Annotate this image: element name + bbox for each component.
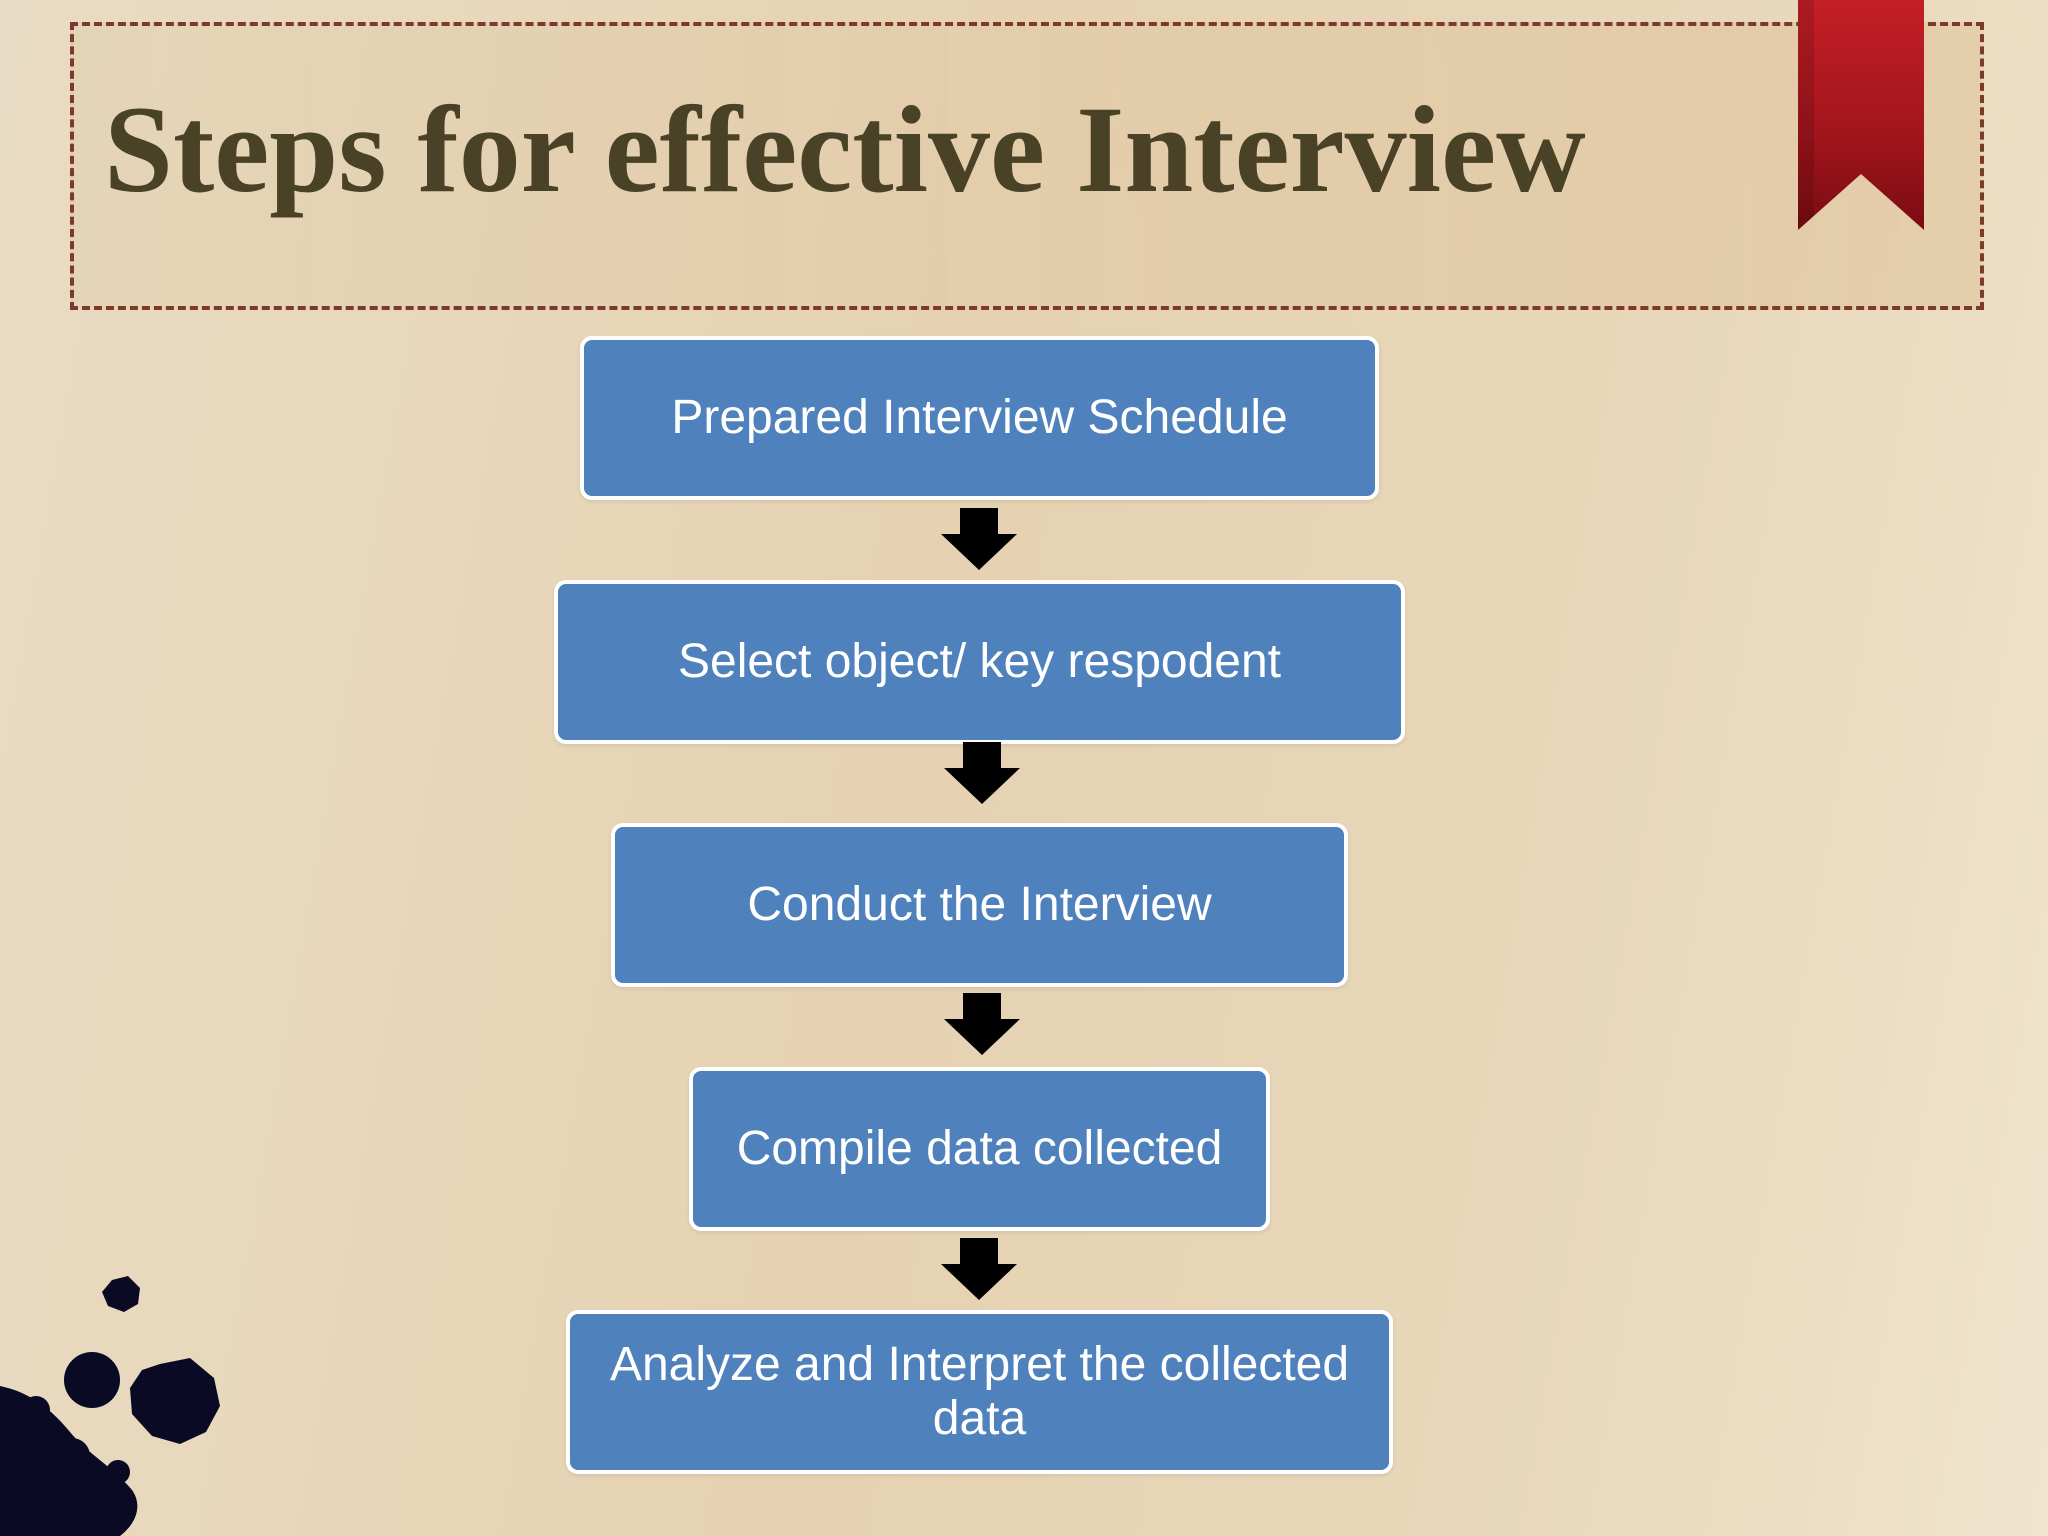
flow-step-prepare-schedule: Prepared Interview Schedule: [580, 336, 1379, 500]
slide-title: Steps for effective Interview: [104, 81, 1586, 218]
ink-splatter-icon: [0, 1276, 220, 1536]
title-frame: [70, 22, 1984, 310]
flow-step-compile-data: Compile data collected: [689, 1067, 1270, 1231]
flow-step-label: Analyze and Interpret the collected data: [609, 1338, 1350, 1445]
flow-step-label: Compile data collected: [736, 1122, 1223, 1175]
flow-step-label: Conduct the Interview: [747, 878, 1212, 931]
flow-step-label: Select object/ key respodent: [677, 635, 1282, 688]
arrow-down-icon: [941, 508, 1017, 570]
flow-step-label: Prepared Interview Schedule: [671, 391, 1288, 444]
arrow-down-icon: [944, 742, 1020, 804]
flow-step-analyze-interpret: Analyze and Interpret the collected data: [566, 1310, 1393, 1474]
arrow-down-icon: [944, 993, 1020, 1055]
flow-step-select-respondent: Select object/ key respodent: [554, 580, 1405, 744]
bookmark-ribbon-icon: [1798, 0, 1924, 230]
flow-step-conduct-interview: Conduct the Interview: [611, 823, 1348, 987]
arrow-down-icon: [941, 1238, 1017, 1300]
